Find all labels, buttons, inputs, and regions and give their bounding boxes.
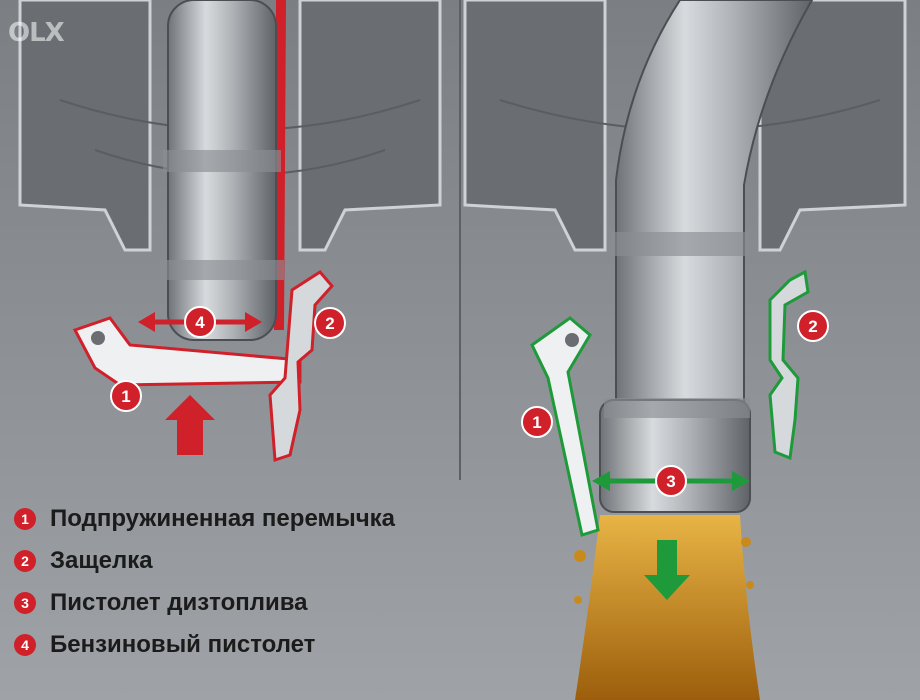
- badge-left-2: 2: [314, 307, 346, 339]
- legend-item-petrol-nozzle: 4 Бензиновый пистолет: [14, 631, 395, 659]
- legend-item-diesel-nozzle: 3 Пистолет дизтоплива: [14, 589, 395, 617]
- svg-text:1: 1: [121, 387, 130, 406]
- svg-text:3: 3: [666, 472, 675, 491]
- petrol-nozzle: [160, 0, 286, 341]
- legend-number-badge: 4: [14, 634, 36, 656]
- legend: 1 Подпружиненная перемычка 2 Защелка 3 П…: [14, 505, 395, 659]
- right-spring-flap: [530, 316, 600, 537]
- legend-label: Бензиновый пистолет: [50, 631, 316, 658]
- right-latch: [768, 269, 810, 461]
- legend-number-badge: 2: [14, 550, 36, 572]
- svg-text:2: 2: [325, 314, 334, 333]
- badge-right-2: 2: [797, 310, 829, 342]
- legend-label: Защелка: [50, 547, 153, 574]
- right-filler-neck: [463, 0, 907, 252]
- legend-item-spring-flap: 1 Подпружиненная перемычка: [14, 505, 395, 533]
- badge-left-4: 4: [184, 306, 216, 338]
- legend-number-badge: 3: [14, 592, 36, 614]
- badge-right-1: 1: [521, 406, 553, 438]
- fuel-stream: [574, 515, 760, 700]
- legend-label: Пистолет дизтоплива: [50, 589, 308, 616]
- left-filler-neck: [18, 0, 442, 252]
- olx-watermark-logo: OLX: [8, 18, 65, 48]
- badge-left-1: 1: [110, 380, 142, 412]
- arrow-up-icon: [165, 395, 215, 455]
- legend-item-latch: 2 Защелка: [14, 547, 395, 575]
- diesel-nozzle: [599, 0, 814, 513]
- left-latch: [268, 270, 334, 463]
- svg-text:2: 2: [808, 317, 817, 336]
- legend-label: Подпружиненная перемычка: [50, 505, 396, 532]
- svg-text:1: 1: [532, 413, 541, 432]
- badge-right-3: 3: [655, 465, 687, 497]
- arrow-down-icon: [644, 540, 690, 600]
- left-spring-flap: [72, 316, 302, 387]
- legend-number-badge: 1: [14, 508, 36, 530]
- svg-text:4: 4: [195, 313, 205, 332]
